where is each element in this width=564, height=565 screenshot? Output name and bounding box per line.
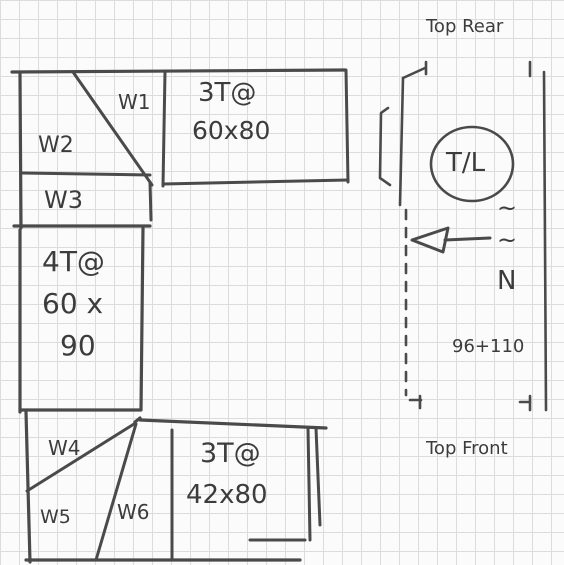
table-2-size-line1: 60 x: [42, 287, 104, 320]
table-2-name: 4T@: [42, 245, 105, 278]
squiggle-mark-2: ~: [497, 226, 518, 254]
table-3-name: 3T@: [200, 438, 261, 469]
upper-block: [20, 68, 350, 222]
label-w6: W6: [117, 500, 150, 524]
label-w1: W1: [118, 90, 151, 114]
length-label: 96+110: [452, 336, 525, 357]
table-1-size: 60x80: [192, 116, 271, 145]
label-w3: W3: [44, 186, 83, 214]
top-rear-label: Top Rear: [426, 16, 504, 37]
plan-outline: [10, 68, 347, 564]
arrow-left-icon: [410, 226, 492, 254]
top-front-label: Top Front: [426, 438, 508, 459]
squiggle-mark-1: ~: [497, 194, 518, 222]
squiggle-mark-3: N: [497, 266, 517, 296]
table-1-name: 3T@: [198, 78, 257, 108]
label-w2: W2: [38, 133, 74, 158]
table-2-size-line2: 90: [60, 329, 96, 362]
table-3-size: 42x80: [186, 480, 268, 510]
label-w5: W5: [40, 506, 71, 528]
lower-block: [25, 422, 322, 562]
label-w4: W4: [48, 436, 81, 460]
side-view: [378, 60, 548, 412]
circle-label: T/L: [446, 148, 486, 178]
